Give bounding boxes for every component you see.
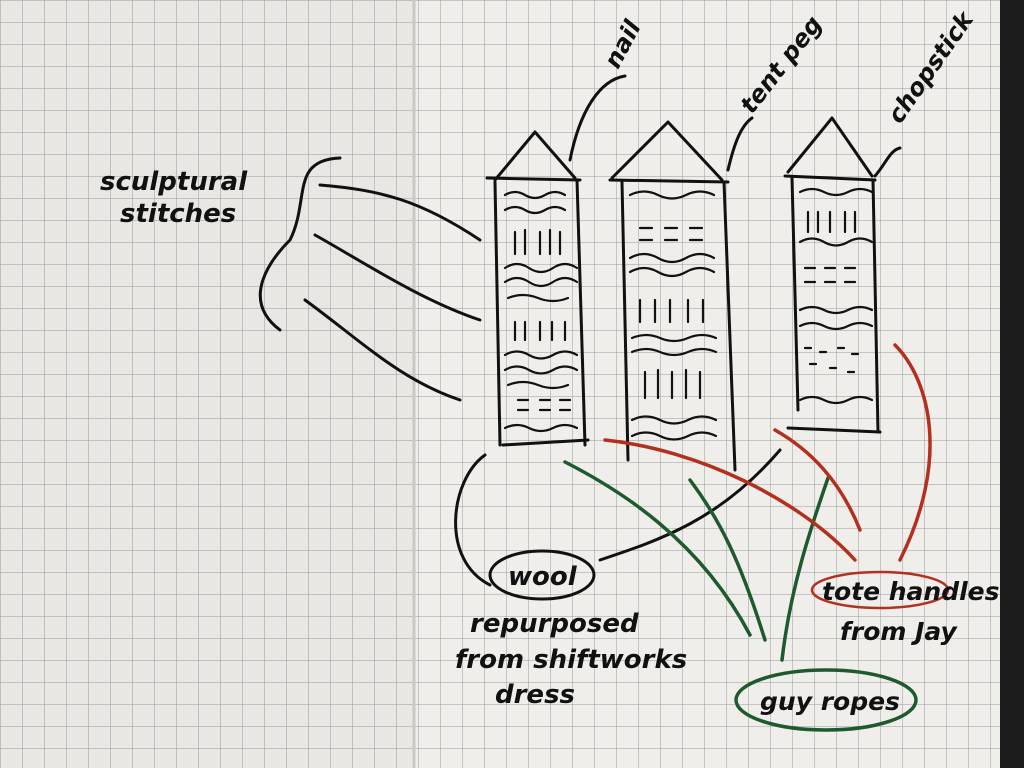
label-wool: wool: [508, 562, 578, 592]
label-sculptural: sculptural: [100, 167, 248, 197]
label-from-jay: from Jay: [840, 617, 959, 646]
label-dress: dress: [495, 680, 575, 710]
label-guy-ropes: guy ropes: [760, 687, 900, 716]
label-repurposed: repurposed: [470, 609, 639, 639]
page-edge-shadow: [1000, 0, 1024, 768]
tower-2: [608, 120, 737, 472]
guy-ropes-oval: [734, 668, 918, 732]
label-from-shiftworks: from shiftworks: [455, 645, 687, 675]
label-stitches: stitches: [120, 199, 236, 229]
tote-handles-oval: [810, 570, 950, 610]
wool-oval: [488, 549, 596, 601]
tower-1: [485, 130, 590, 447]
tower-3: [783, 116, 882, 434]
label-tote-handles: tote handles: [822, 577, 1000, 606]
